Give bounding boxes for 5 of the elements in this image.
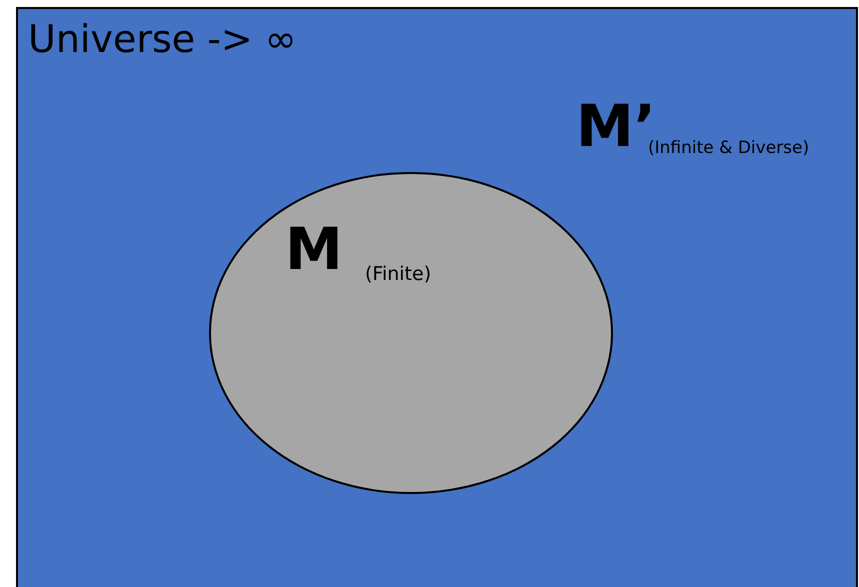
universe-rectangle — [16, 7, 858, 587]
set-description: (Infinite & Diverse) — [648, 138, 810, 159]
set-description: (Finite) — [365, 262, 432, 286]
universe-label: Universe -> ∞ — [28, 16, 296, 63]
set-label: M — [285, 216, 343, 282]
